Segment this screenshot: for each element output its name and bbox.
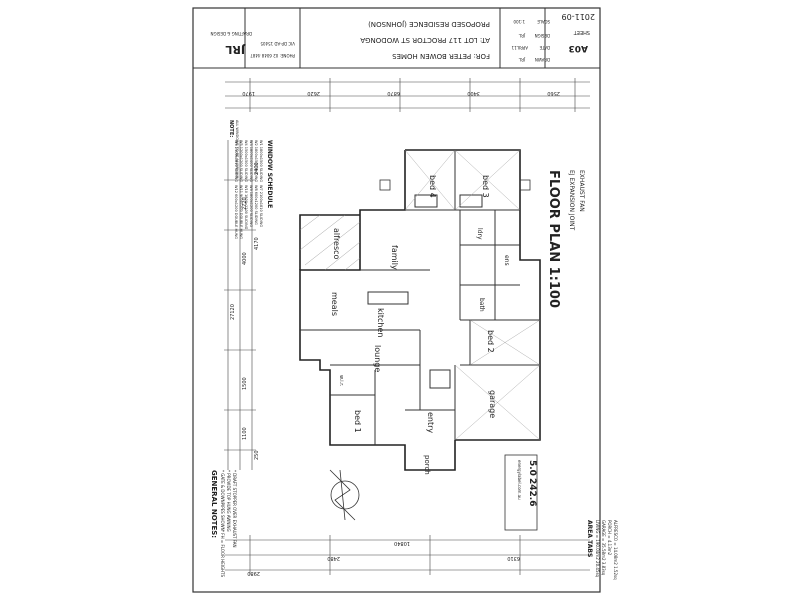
window-row: W4 1500x1500 SLIDING	[244, 140, 248, 182]
scale-value: 1:100	[513, 19, 525, 24]
general-note: * GATE & DOWNPIPES SHOWN	[220, 470, 225, 531]
window-schedule-title: WINDOW SCHEDULE	[266, 140, 273, 208]
dim-bottom-4: 2980	[247, 570, 260, 576]
window-note: ALL WINDOWS TO BE ALUMINIUM	[235, 120, 239, 179]
general-note: * DRAFT STOPPER OVER EXHAUST FAN	[232, 470, 237, 547]
room-porch: porch	[423, 455, 431, 475]
room-bed1: bed 1	[353, 410, 362, 433]
dim-side-3: 2400	[254, 162, 260, 175]
sheet-number: A03	[569, 43, 589, 53]
ceiling-lines	[404, 149, 541, 441]
room-garage: garage	[488, 390, 497, 418]
room-family: family	[390, 245, 399, 270]
window-row: W2 1800x1500 SLIDING	[254, 140, 258, 182]
area-row: PORCH = 4.13m2	[607, 520, 612, 556]
room-lounge: lounge	[373, 345, 382, 372]
window-row: W9 1800x1200 SLIDING	[249, 185, 253, 227]
window-row: W6 2100x1810 SLIDING	[234, 140, 238, 182]
floor-plan-heading: FLOOR PLAN 1:100	[546, 170, 561, 308]
alfresco-hatch	[299, 214, 361, 271]
dim-side-7: 250	[254, 450, 260, 460]
north-arrow-icon	[329, 469, 360, 521]
dim-top-5: 1970	[242, 90, 255, 96]
top-dimensions	[225, 78, 590, 112]
section-markers	[379, 179, 531, 191]
design-label: DESIGN	[535, 33, 550, 38]
legend-exhaust-fan: EXHAUST FAN	[578, 170, 585, 212]
area-row: LIVING = 190.04m2 20.45sq	[595, 520, 600, 578]
sheet-label: SHEET	[573, 29, 590, 35]
window-row: W3 1800x1400 SLIDING	[249, 140, 253, 182]
room-entry: entry	[426, 412, 435, 433]
general-note: * PROVIDE TOP HUNG AWNING	[226, 470, 231, 532]
date-label: DATE	[539, 45, 550, 50]
internal-walls	[300, 150, 540, 445]
energy-site: energylabel.com.au	[517, 460, 522, 500]
window-note-label: NOTE:	[228, 120, 234, 137]
scale-label: SCALE	[537, 19, 550, 24]
window-row: W1 1800x1500 SLIDING	[259, 140, 263, 182]
dim-top-4: 2620	[307, 90, 320, 96]
room-wir: w.i.r.	[338, 375, 344, 387]
room-ens: ens	[503, 255, 510, 266]
general-notes-title: GENERAL NOTES:	[210, 470, 218, 538]
phone: PHONE: 02 6048 4487	[250, 53, 295, 58]
room-bed4: bed 4	[428, 175, 437, 198]
room-bed3: bed 3	[481, 175, 490, 198]
room-labels: bed 4 bed 3 bed 2 bed 1 family alfresco …	[330, 175, 510, 475]
room-kitchen: kitchen	[376, 308, 385, 337]
area-tabs: AREA TABS LIVING = 190.04m2 20.45sq GARA…	[586, 520, 618, 580]
design-value: JRL	[518, 33, 526, 38]
dim-side-1: 2720	[242, 197, 248, 210]
area-tabs-title: AREA TABS	[586, 520, 593, 557]
house-outline	[299, 149, 541, 471]
dim-overall: 27120	[230, 304, 236, 320]
room-bed2: bed 2	[486, 330, 495, 353]
legend-expansion-joint: EJ EXPANSION JOINT	[568, 170, 575, 231]
title-block: A03 SHEET 2011-09 DRAWN JRL DATE APRIL11…	[192, 7, 601, 69]
window-row: W10 1800x1200 SLIDING	[244, 185, 248, 230]
dim-side-5: 1500	[242, 377, 248, 390]
room-ldry: ldry	[476, 228, 483, 240]
dim-bottom-2: 6310	[507, 555, 520, 561]
dim-top-3: 6870	[387, 90, 400, 96]
room-meals: meals	[330, 292, 339, 316]
window-row: W12 600x1200 DOUBLE HUNG	[234, 185, 238, 239]
energy-rating-label: 5.0 242.6 energylabel.com.au	[504, 454, 538, 531]
job-number: 2011-09	[562, 12, 595, 21]
dim-bottom-3: 2480	[327, 555, 340, 561]
vic-dp: VIC DP-AD 15405	[260, 41, 295, 46]
energy-stars: 5.0	[527, 460, 537, 476]
site-address: AT: LOT 117 PROCTOR ST WODONGA	[360, 36, 490, 44]
drawn-label: DRAWN	[535, 57, 550, 62]
window-schedule: WINDOW SCHEDULE W1 1800x1500 SLIDING W2 …	[234, 140, 273, 239]
room-alfresco: alfresco	[332, 228, 341, 260]
left-dimensions	[224, 140, 256, 470]
dim-side-2: 4000	[242, 252, 248, 265]
window-row: W7 2100x1810 SLIDING	[259, 185, 263, 227]
company-logo: JRL	[225, 43, 246, 56]
dim-top-1: 2560	[547, 90, 560, 96]
dim-side-6: 1100	[242, 427, 248, 440]
general-notes: GENERAL NOTES: * GATE & DOWNPIPES SHOWN …	[210, 470, 237, 577]
area-row: ALFRESCO = 14.08m2 1.52sq	[613, 520, 618, 580]
general-note: * FH = FLOOR HEIGHTS	[220, 530, 225, 577]
company-sub: DRAFTING & DESIGN	[211, 31, 252, 36]
date-value: APRIL11	[511, 45, 528, 50]
window-row: W11 900x1200 DOUBLE HUNG	[239, 185, 243, 239]
drawn-value: JRL	[518, 57, 526, 62]
energy-area: 242.6	[527, 478, 537, 506]
dim-side-4: 4170	[254, 237, 260, 250]
room-bath: bath	[478, 298, 485, 312]
client-name: FOR: PETER BOWEN HOMES	[392, 52, 490, 60]
window-row: W5 1200x1200 SLIDING	[239, 140, 243, 182]
dim-top-2: 3400	[467, 90, 480, 96]
dim-bottom-1: 10840	[394, 540, 410, 546]
window-row: W8 600x1200 SLIDING	[254, 185, 258, 225]
bottom-dimensions	[225, 535, 590, 575]
area-row: GARAGE = 35.58m2 3.83sq	[601, 520, 606, 576]
project-name: PROPOSED RESIDENCE (JOHNSON)	[368, 20, 490, 28]
